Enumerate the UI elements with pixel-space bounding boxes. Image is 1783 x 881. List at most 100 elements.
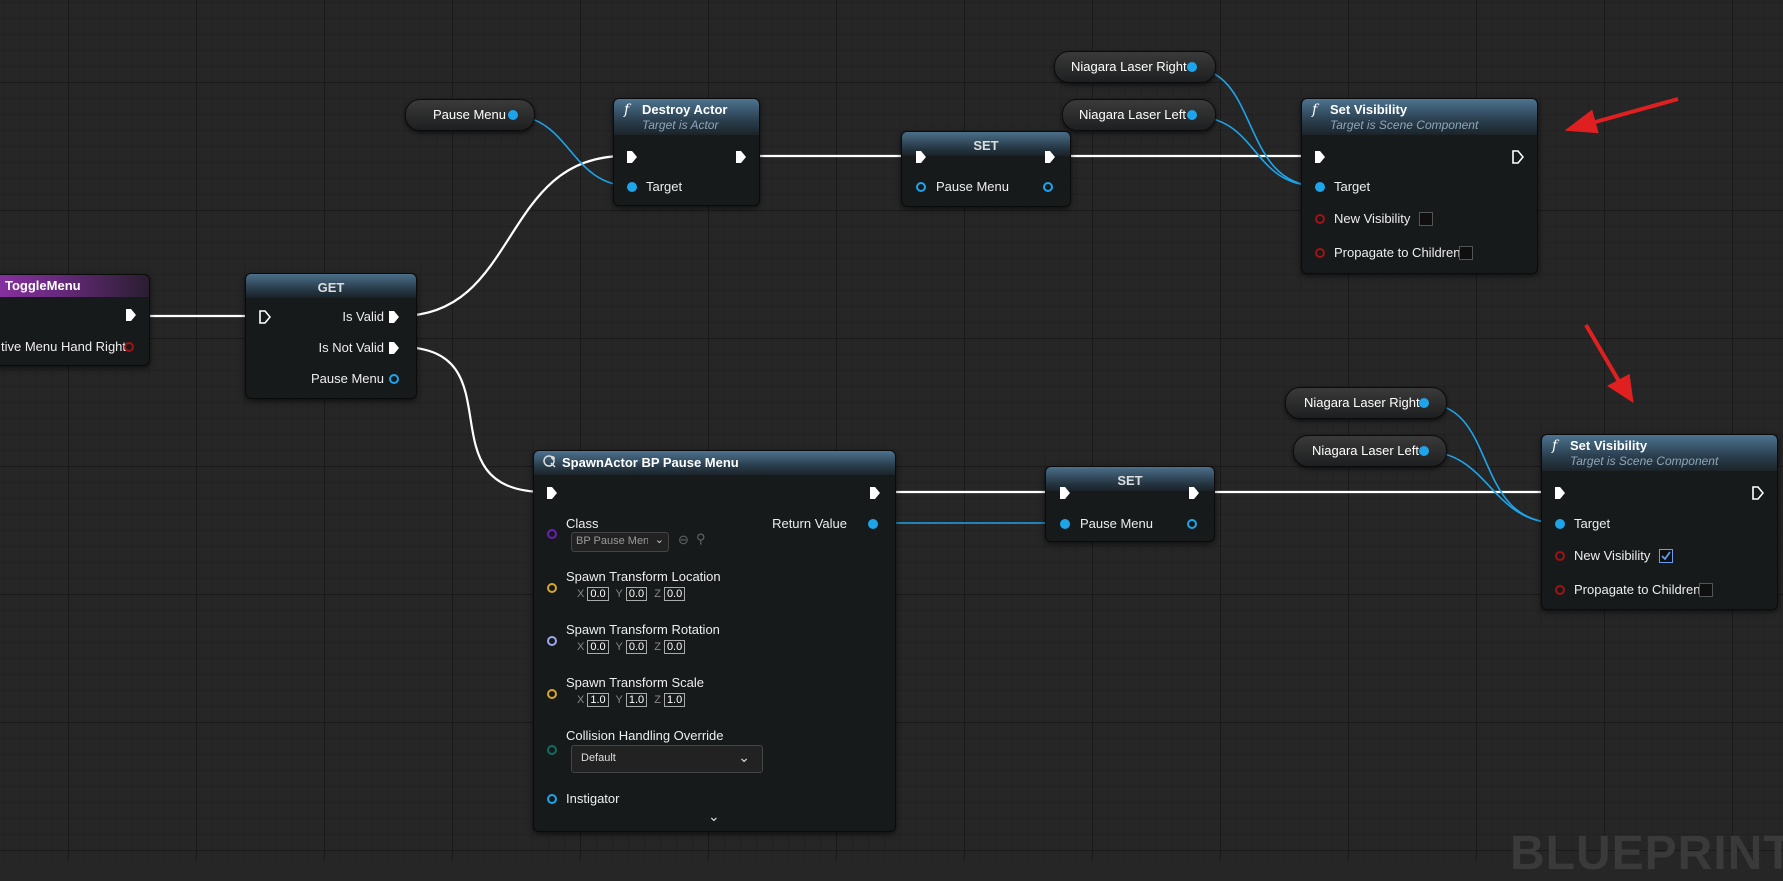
is-not-valid-pin[interactable]: [388, 341, 400, 355]
axis-z-label: Z: [654, 694, 661, 706]
exec-wire: [399, 154, 625, 318]
exec-out-pin[interactable]: [1752, 486, 1764, 500]
axis-x-label: X: [577, 641, 585, 653]
exec-in-pin[interactable]: [1554, 486, 1566, 500]
pause-menu-variable[interactable]: Pause Menu: [405, 99, 535, 131]
is-valid-pin[interactable]: [388, 310, 400, 324]
new-visibility-label: New Visibility: [1334, 211, 1411, 226]
exec-in-pin[interactable]: [1059, 486, 1071, 500]
instigator-pin[interactable]: [547, 794, 557, 804]
browse-icon[interactable]: ⚲: [696, 531, 706, 546]
new-visibility-checkbox[interactable]: [1419, 212, 1433, 226]
exec-out-pin[interactable]: [1044, 150, 1056, 164]
exec-in-pin[interactable]: [546, 486, 558, 500]
niagara-laser-left-variable[interactable]: Niagara Laser Left: [1062, 99, 1216, 131]
class-label: Class: [566, 516, 599, 531]
pause-menu-out-pin[interactable]: [1043, 182, 1053, 192]
annotation-arrow: [1587, 97, 1679, 126]
laser-left-pin[interactable]: [1419, 446, 1429, 456]
niagara-laser-right-variable[interactable]: Niagara Laser Right: [1285, 387, 1447, 419]
return-value-pin[interactable]: [868, 519, 878, 529]
exec-in-pin[interactable]: [1314, 150, 1326, 164]
destroy-actor-node[interactable]: f Destroy Actor Target is Actor Target: [613, 98, 760, 206]
pause-menu-out-pin[interactable]: [389, 374, 399, 384]
toggle-menu-node[interactable]: ToggleMenu tive Menu Hand Right: [0, 274, 150, 366]
return-value-label: Return Value: [772, 516, 847, 531]
set-visibility-node-bottom[interactable]: f Set Visibility Target is Scene Compone…: [1541, 434, 1778, 610]
location-z-field[interactable]: 0.0: [663, 587, 686, 601]
pause-menu-var-pin[interactable]: [508, 110, 518, 120]
pause-menu-in-pin[interactable]: [916, 182, 926, 192]
checkmark-icon: [1661, 551, 1671, 561]
new-visibility-pin[interactable]: [1555, 551, 1565, 561]
scale-x-field[interactable]: 1.0: [587, 693, 609, 707]
new-visibility-checkbox[interactable]: [1659, 549, 1673, 563]
bool-out-pin[interactable]: [124, 342, 134, 352]
node-title: SET: [1117, 473, 1143, 488]
axis-y-label: Y: [615, 694, 623, 706]
function-icon: f: [1552, 438, 1558, 454]
exec-in-pin[interactable]: [259, 310, 271, 324]
spawn-actor-node[interactable]: SpawnActor BP Pause Menu Class BP Pause …: [533, 450, 896, 832]
expand-chevron-icon[interactable]: ⌄: [708, 808, 720, 824]
exec-in-pin[interactable]: [626, 150, 638, 164]
exec-out-pin[interactable]: [1188, 486, 1200, 500]
target-label: Target: [1574, 516, 1611, 531]
node-title: ToggleMenu: [5, 278, 81, 293]
target-label: Target: [1334, 179, 1371, 194]
object-wire: [1422, 402, 1559, 524]
exec-out-pin[interactable]: [1512, 150, 1524, 164]
function-icon: f: [1312, 102, 1318, 118]
location-y-field[interactable]: 0.0: [625, 587, 648, 601]
target-pin[interactable]: [627, 182, 637, 192]
niagara-laser-right-variable[interactable]: Niagara Laser Right: [1054, 51, 1216, 83]
propagate-checkbox[interactable]: [1699, 583, 1713, 597]
collision-dropdown[interactable]: Default ⌄: [571, 745, 763, 773]
propagate-pin[interactable]: [1555, 585, 1565, 595]
new-visibility-pin[interactable]: [1315, 214, 1325, 224]
toggle-menu-header: ToggleMenu: [0, 275, 149, 297]
chevron-down-icon: ⌄: [654, 534, 664, 546]
axis-z-label: Z: [654, 641, 661, 653]
laser-right-pin[interactable]: [1419, 398, 1429, 408]
annotation-arrowhead: [1564, 109, 1599, 134]
class-pin[interactable]: [547, 529, 557, 539]
rotation-y-field[interactable]: 0.0: [625, 640, 648, 654]
exec-out-pin[interactable]: [125, 308, 137, 322]
laser-right-pin[interactable]: [1187, 62, 1197, 72]
target-pin[interactable]: [1315, 182, 1325, 192]
set-visibility-node-top[interactable]: f Set Visibility Target is Scene Compone…: [1301, 98, 1538, 274]
niagara-laser-left-variable[interactable]: Niagara Laser Left: [1293, 435, 1447, 467]
scale-z-field[interactable]: 1.0: [663, 693, 686, 707]
pause-menu-in-pin[interactable]: [1060, 519, 1070, 529]
exec-out-pin[interactable]: [735, 150, 747, 164]
propagate-pin[interactable]: [1315, 248, 1325, 258]
target-label: Target: [646, 179, 683, 194]
scale-y-field[interactable]: 1.0: [625, 693, 648, 707]
location-pin[interactable]: [547, 583, 557, 593]
collision-pin[interactable]: [547, 745, 557, 755]
rotation-pin[interactable]: [547, 636, 557, 646]
rotation-x-field[interactable]: 0.0: [587, 640, 609, 654]
node-title: Set Visibility: [1330, 102, 1408, 117]
class-dropdown[interactable]: BP Pause Menu ⌄: [571, 532, 669, 552]
class-value: BP Pause Menu: [576, 535, 648, 547]
propagate-checkbox[interactable]: [1459, 246, 1473, 260]
use-selected-icon[interactable]: ⊖: [678, 532, 689, 547]
exec-out-pin[interactable]: [869, 486, 881, 500]
laser-left-pin[interactable]: [1187, 110, 1197, 120]
is-valid-label: Is Valid: [342, 309, 384, 324]
set-pause-menu-node-top[interactable]: SET Pause Menu: [901, 131, 1071, 207]
instigator-label: Instigator: [566, 791, 620, 806]
pause-menu-out-pin[interactable]: [1187, 519, 1197, 529]
target-pin[interactable]: [1555, 519, 1565, 529]
get-pause-menu-node[interactable]: GET Is Valid Is Not Valid Pause Menu: [245, 273, 417, 399]
rotation-z-field[interactable]: 0.0: [663, 640, 686, 654]
exec-in-pin[interactable]: [915, 150, 927, 164]
set-pause-menu-node-bottom[interactable]: SET Pause Menu: [1045, 466, 1215, 542]
location-x-field[interactable]: 0.0: [587, 587, 609, 601]
scale-pin[interactable]: [547, 689, 557, 699]
